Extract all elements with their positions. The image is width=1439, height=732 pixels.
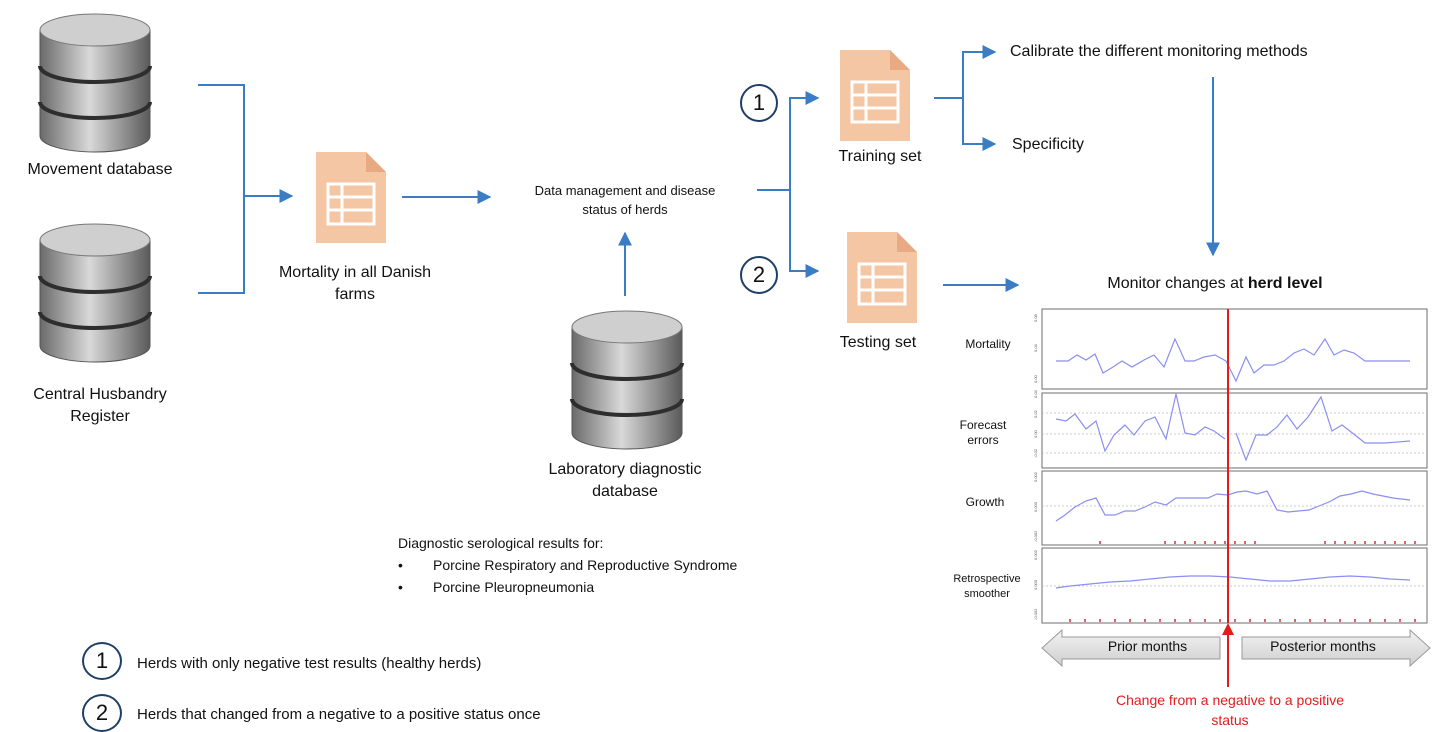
smoother-ytick: 0.002 — [1033, 549, 1038, 560]
list-item: • Porcine Respiratory and Reproductive S… — [398, 557, 738, 573]
movement-database-label: Movement database — [27, 161, 173, 178]
db-merge-bracket — [198, 84, 245, 294]
spreadsheet-document-icon — [840, 50, 910, 141]
prior-months-label: Prior months — [1107, 638, 1188, 654]
data-management-label: Data management and disease status of he… — [534, 183, 716, 217]
testing-number-badge: 2 — [740, 256, 778, 294]
forecast-ytick: 0.02 — [1033, 410, 1038, 418]
mortality-series — [1056, 337, 1410, 383]
posterior-months-arrow-icon — [1241, 628, 1431, 668]
arrow-to-training — [757, 91, 820, 191]
monitor-title: Monitor changes at herd level — [1107, 275, 1323, 292]
arrow-to-calibrate — [934, 45, 997, 99]
growth-ytick: 0.000 — [1033, 501, 1038, 512]
testing-set-label: Testing set — [839, 334, 917, 351]
legend-text: Herds that changed from a negative to a … — [137, 706, 541, 723]
growth-ytick: -0.002 — [1033, 530, 1038, 542]
mortality-ytick: 0.04 — [1033, 344, 1038, 352]
growth-ytick: 0.002 — [1033, 471, 1038, 482]
database-cylinder-icon — [570, 310, 684, 450]
legend-text: Herds with only negative test results (h… — [137, 655, 482, 672]
forecast-errors-panel — [1041, 392, 1428, 469]
mortality-ytick: 0.00 — [1033, 375, 1038, 383]
smoother-series — [1055, 575, 1411, 589]
spreadsheet-document-icon — [847, 232, 917, 323]
mortality-label: Mortality in all Danish farms — [278, 264, 432, 303]
forecast-ytick: -0.02 — [1033, 448, 1038, 458]
mortality-panel — [1041, 308, 1428, 390]
change-arrow-icon — [1222, 623, 1234, 687]
training-set-label: Training set — [838, 148, 922, 165]
growth-panel-label: Growth — [965, 495, 1005, 509]
growth-panel — [1041, 470, 1428, 546]
smoother-ytick: -0.002 — [1033, 608, 1038, 620]
forecast-errors-series — [1055, 393, 1226, 453]
diagnostics-heading: Diagnostic serological results for: — [398, 535, 604, 551]
database-cylinder-icon — [38, 13, 152, 153]
list-item: • Porcine Pleuropneumonia — [398, 579, 595, 595]
legend-badge: 2 — [82, 694, 122, 732]
husbandry-register-label: Central Husbandry Register — [33, 386, 167, 425]
arrow-to-specificity — [962, 98, 997, 151]
forecast-ytick: 0.00 — [1033, 430, 1038, 438]
training-number-badge: 1 — [740, 84, 778, 122]
calibrate-label: Calibrate the different monitoring metho… — [1010, 43, 1308, 60]
forecast-errors-panel-label: Forecast errors — [959, 418, 1007, 447]
spreadsheet-document-icon — [316, 152, 386, 243]
change-status-note: Change from a negative to a positive sta… — [1115, 692, 1345, 728]
posterior-months-label: Posterior months — [1270, 638, 1376, 654]
change-ticks — [1069, 541, 1416, 622]
smoother-panel-label: Retrospective smoother — [953, 573, 1021, 600]
arrow-to-testing — [789, 190, 820, 278]
legend-badge: 1 — [82, 642, 122, 680]
smoother-panel — [1041, 547, 1428, 624]
mortality-ytick: 0.08 — [1033, 314, 1038, 322]
forecast-ytick: 0.04 — [1033, 390, 1038, 398]
specificity-label: Specificity — [1012, 136, 1085, 153]
prior-months-arrow-icon — [1041, 628, 1221, 668]
lab-database-label: Laboratory diagnostic database — [548, 461, 702, 500]
mortality-panel-label: Mortality — [965, 337, 1011, 351]
forecast-errors-series — [1235, 395, 1411, 462]
time-arrows — [1041, 628, 1431, 668]
monitoring-plots — [1041, 308, 1428, 624]
database-cylinder-icon — [38, 223, 152, 363]
diagnostics-list: Diagnostic serological results for: • Po… — [398, 532, 838, 598]
